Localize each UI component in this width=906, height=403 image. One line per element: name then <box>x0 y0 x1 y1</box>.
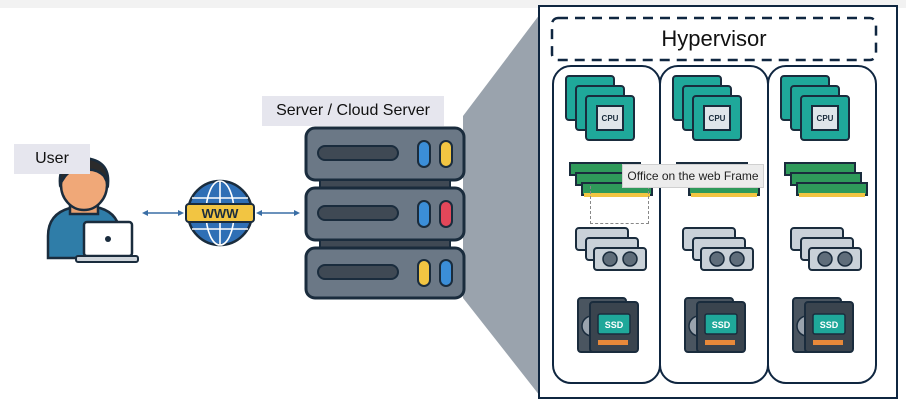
ssd-icon: SSD <box>792 297 854 353</box>
server-rack-icon <box>304 126 466 300</box>
connector-globe-server <box>256 210 300 216</box>
hypervisor-label: Hypervisor <box>661 26 767 51</box>
cpu-icon: CPU <box>780 75 850 141</box>
web-frame-tooltip: Office on the web Frame <box>622 164 764 188</box>
vm-column-3 <box>767 65 877 384</box>
cpu-label: CPU <box>817 114 834 123</box>
ssd-label: SSD <box>820 320 839 330</box>
gpu-icon <box>682 227 754 271</box>
ssd-icon: SSD <box>684 297 746 353</box>
cpu-icon: CPU <box>565 75 635 141</box>
ssd-icon: SSD <box>577 297 639 353</box>
connector-user-globe <box>142 210 184 216</box>
gpu-icon <box>790 227 862 271</box>
cpu-label: CPU <box>602 114 619 123</box>
gpu-icon <box>575 227 647 271</box>
ssd-label: SSD <box>712 320 731 330</box>
hypervisor-box <box>550 16 878 62</box>
projection-shape <box>463 14 540 396</box>
server-label: Server / Cloud Server <box>262 96 444 126</box>
ssd-label: SSD <box>605 320 624 330</box>
globe-www-icon: WWW <box>185 179 255 247</box>
web-frame-outline <box>590 186 649 224</box>
top-bar <box>0 0 906 8</box>
ram-icon <box>784 162 868 197</box>
cpu-label: CPU <box>709 114 726 123</box>
cpu-icon: CPU <box>672 75 742 141</box>
user-icon <box>46 156 139 263</box>
user-label: User <box>14 144 90 174</box>
www-text: WWW <box>202 206 240 221</box>
